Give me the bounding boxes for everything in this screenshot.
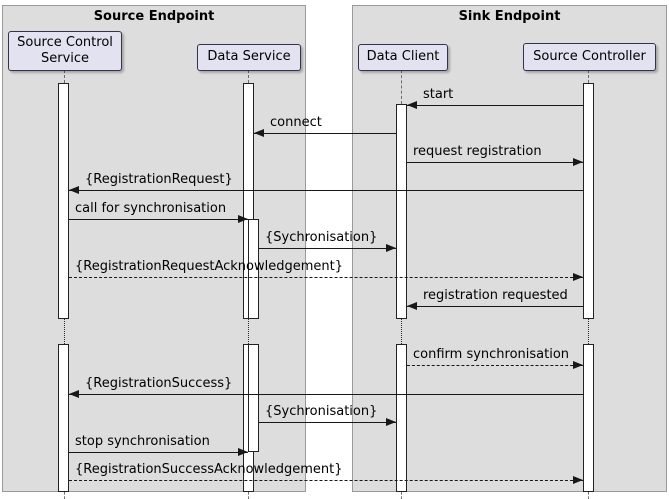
arrowhead-icon: [238, 215, 248, 223]
message-label: {Sychronisation}: [265, 230, 378, 245]
lifeline: [64, 319, 65, 344]
arrowhead-icon: [69, 390, 79, 398]
message-label: {RegistrationSuccess}: [85, 376, 233, 391]
participant-source-controller: Source Controller: [523, 43, 656, 71]
message-line: [69, 480, 583, 481]
message-label: start: [423, 87, 454, 102]
activation-bar: [248, 219, 259, 319]
message-line: [259, 248, 396, 249]
participant-source-control-service: Source Control Service: [8, 31, 122, 71]
message-label: {RegistrationSuccessAcknowledgement}: [75, 462, 343, 477]
activation-bar: [248, 344, 259, 452]
arrowhead-icon: [573, 273, 583, 281]
activation-bar: [583, 83, 594, 319]
message-line: [69, 190, 583, 191]
message-label: confirm synchronisation: [413, 347, 570, 362]
arrowhead-icon: [573, 158, 583, 166]
message-line: [407, 105, 583, 106]
lifeline: [64, 492, 65, 499]
message-label: registration requested: [423, 288, 568, 303]
activation-bar: [58, 83, 69, 319]
arrowhead-icon: [573, 476, 583, 484]
message-line: [69, 219, 248, 220]
message-label: {RegistrationRequestAcknowledgement}: [75, 259, 344, 274]
activation-bar: [58, 344, 69, 492]
message-line: [407, 306, 583, 307]
arrowhead-icon: [254, 129, 264, 137]
lifeline: [588, 492, 589, 499]
message-line: [254, 133, 396, 134]
frame-title: Sink Endpoint: [458, 9, 561, 24]
lifeline: [248, 319, 249, 344]
lifeline: [588, 319, 589, 344]
lifeline: [64, 70, 65, 83]
lifeline: [248, 492, 249, 499]
lifeline: [248, 70, 249, 83]
arrowhead-icon: [238, 448, 248, 456]
message-line: [69, 277, 583, 278]
message-label: call for synchronisation: [75, 201, 227, 216]
frame-title: Source Endpoint: [93, 9, 215, 24]
message-line: [69, 394, 583, 395]
arrowhead-icon: [69, 186, 79, 194]
arrowhead-icon: [407, 101, 417, 109]
arrowhead-icon: [386, 418, 396, 426]
arrowhead-icon: [407, 302, 417, 310]
message-line: [407, 162, 583, 163]
arrowhead-icon: [573, 361, 583, 369]
lifeline: [588, 70, 589, 83]
message-label: {Sychronisation}: [265, 404, 378, 419]
message-label: connect: [270, 115, 322, 130]
participant-data-service: Data Service: [197, 44, 301, 71]
activation-bar: [583, 344, 594, 492]
activation-bar: [396, 104, 407, 319]
message-label: stop synchronisation: [75, 434, 210, 449]
message-line: [259, 422, 396, 423]
lifeline: [401, 70, 402, 104]
message-line: [69, 452, 248, 453]
message-line: [407, 365, 583, 366]
activation-bar: [396, 344, 407, 492]
message-label: {RegistrationRequest}: [85, 172, 233, 187]
lifeline: [401, 319, 402, 344]
participant-data-client: Data Client: [358, 44, 448, 71]
message-label: request registration: [413, 144, 542, 159]
lifeline: [401, 492, 402, 499]
arrowhead-icon: [386, 244, 396, 252]
